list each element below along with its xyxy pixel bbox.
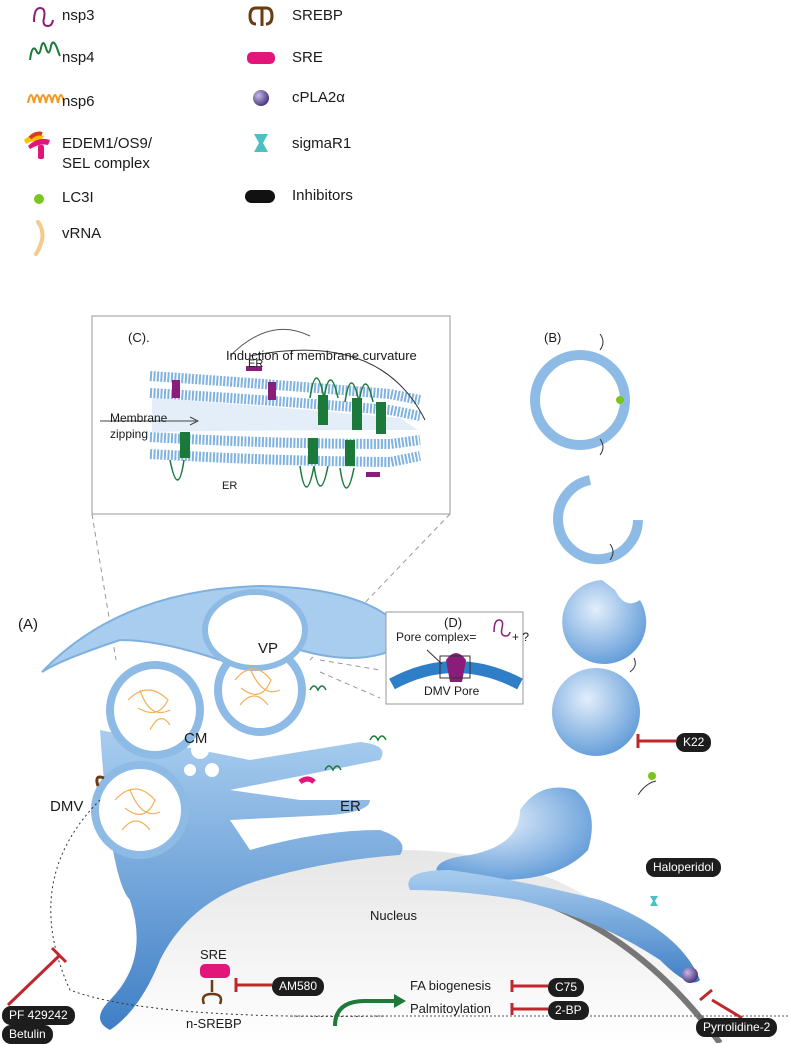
panel-b-label: (B) (544, 330, 562, 345)
am580-badge: AM580 (272, 977, 325, 996)
legend-cpla2: cPLA2α (292, 89, 345, 106)
pyrrolidine-badge: Pyrrolidine-2 (696, 1018, 778, 1037)
sigmar1-icon (254, 134, 268, 152)
legend-nsp3: nsp3 (62, 7, 95, 24)
sre-label: SRE (200, 947, 227, 962)
nsp4-icon (29, 41, 61, 61)
nsrebp-label: n-SREBP (186, 1016, 242, 1031)
er-bottom-label: ER (222, 480, 238, 492)
legend-icons (24, 6, 275, 256)
green-arrow (333, 999, 398, 1027)
lc3-icon (34, 194, 44, 204)
legend-edem: EDEM1/OS9/ SEL complex (62, 135, 153, 172)
dmv-pore-label: DMV Pore (424, 684, 480, 698)
srebp-icon (248, 6, 274, 26)
panel-b-vesicles (408, 333, 700, 983)
er-label: ER (340, 798, 361, 815)
legend-nsp6: nsp6 (62, 93, 95, 110)
haloperidol-badge: Haloperidol (646, 858, 721, 877)
edem-complex-icon (24, 131, 50, 159)
vp-label: VP (258, 640, 279, 657)
sre-icon (247, 52, 275, 64)
pore-q-label: + ? (512, 630, 530, 644)
nucleus-label: Nucleus (370, 908, 417, 923)
panel-d-box (385, 611, 524, 705)
pore-complex-label: Pore complex= (396, 630, 477, 644)
k22-badge: K22 (676, 733, 712, 752)
legend-sre: SRE (292, 49, 323, 66)
c75-badge: C75 (548, 978, 585, 997)
panel-a-membranes (41, 584, 412, 1030)
fa-biogenesis-label: FA biogenesis (410, 978, 491, 993)
cm-label: CM (184, 730, 208, 747)
curvature-label: Induction of membrane curvature (226, 348, 417, 363)
vrna-icon (34, 220, 45, 256)
legend-lc3: LC3I (62, 189, 94, 206)
panel-c-box (91, 315, 451, 515)
legend-sigmar1: sigmaR1 (292, 135, 352, 152)
legend-nsp4: nsp4 (62, 49, 95, 66)
zipping-label: Membrane zipping (110, 411, 168, 441)
panel-a-label: (A) (18, 616, 38, 633)
nuclear-srebp (201, 980, 223, 1005)
2bp-badge: 2-BP (548, 1001, 589, 1020)
dotted-arc (50, 799, 391, 1017)
dmv-label: DMV (50, 798, 84, 815)
nuclear-sre (200, 964, 230, 978)
nsp6-icon (27, 94, 65, 104)
nsp3-icon (33, 6, 54, 28)
inhibitor-icon (245, 190, 275, 203)
legend-srebp: SREBP (292, 7, 343, 24)
pf-inhibitor-line (6, 953, 62, 1007)
panel-d-label: (D) (444, 615, 463, 630)
zoom-lines (91, 513, 451, 699)
panel-c-label: (C). (128, 330, 150, 345)
cpla2-icon (253, 90, 269, 106)
betulin-badge: Betulin (2, 1025, 53, 1044)
palmitoylation-label: Palmitoylation (410, 1001, 491, 1016)
legend-inhibitors: Inhibitors (292, 187, 353, 204)
er-top-label: ER (248, 358, 264, 370)
legend-vrna: vRNA (62, 225, 102, 242)
pf429242-badge: PF 429242 (2, 1006, 75, 1025)
